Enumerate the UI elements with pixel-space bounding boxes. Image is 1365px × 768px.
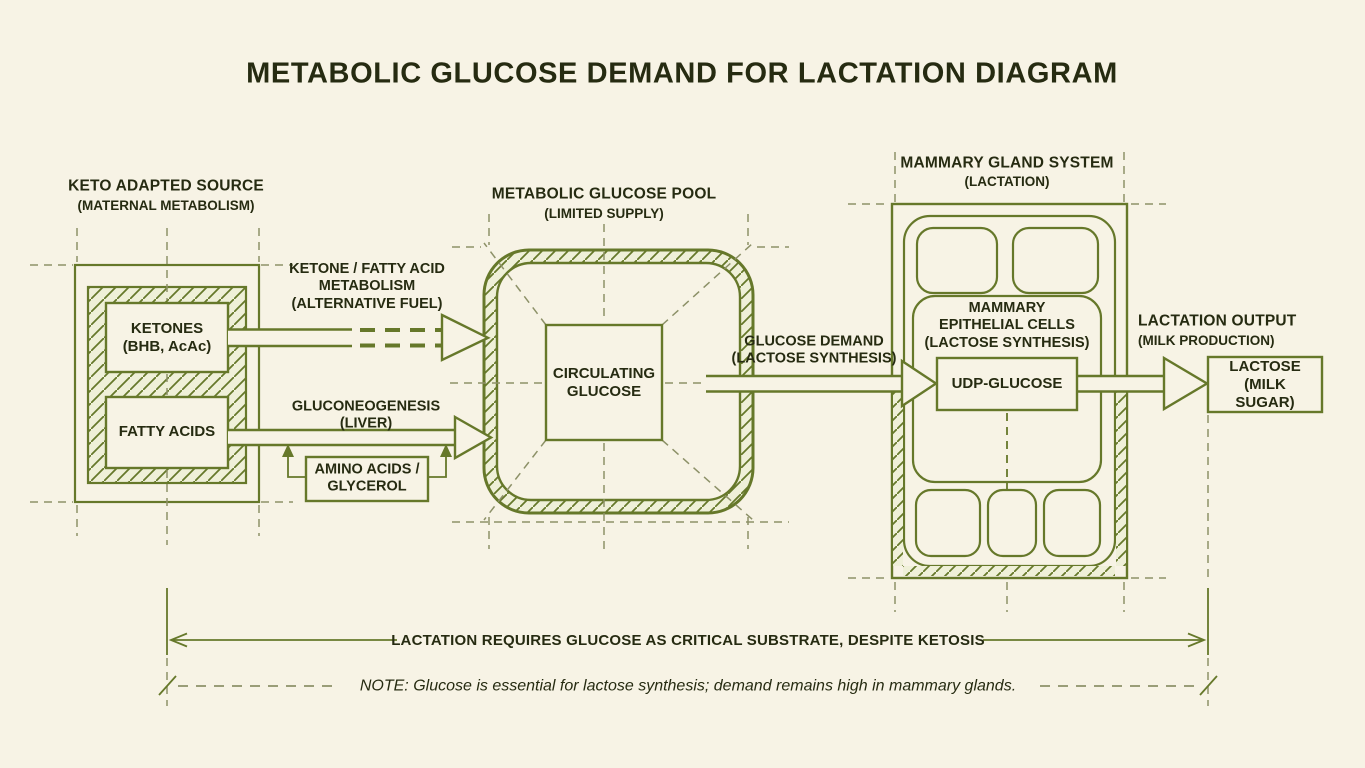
diagram-title: METABOLIC GLUCOSE DEMAND FOR LACTATION D…: [246, 57, 1118, 90]
circulating-glucose-label: CIRCULATING GLUCOSE: [552, 365, 656, 400]
note-label: NOTE: Glucose is essential for lactose s…: [359, 677, 1017, 695]
glucose-pool-header: METABOLIC GLUCOSE POOL: [491, 185, 717, 203]
fatty-acids-box-label: FATTY ACIDS: [118, 423, 216, 440]
node-boxes: [304, 323, 1324, 503]
gluconeogenesis-arrow: [228, 414, 494, 461]
udp-glucose-label: UDP-GLUCOSE: [951, 375, 1063, 392]
lactose-box-rect: [1206, 355, 1324, 414]
lobule-bottom-mid: [986, 488, 1038, 558]
dimension-arrow-left: [168, 632, 188, 648]
note-tick-left: [158, 675, 177, 696]
gland-right-hatch: [1116, 390, 1126, 566]
dimension-label: LACTATION REQUIRES GLUCOSE AS CRITICAL S…: [391, 632, 985, 649]
arrowhead: [900, 358, 939, 409]
amino-glycerol-box-label: AMINO ACIDS / GLYCEROL: [314, 461, 420, 495]
amino-feeder-arrows: [282, 444, 452, 478]
ketones-box-label: KETONES (BHB, AcAc): [122, 320, 212, 355]
lobule-bottom-left: [914, 488, 982, 558]
arrowhead: [453, 414, 494, 461]
glucose-demand-arrow: [706, 358, 939, 409]
gland-left-hatch: [893, 380, 903, 566]
circulating-glucose-box-rect: [544, 323, 664, 442]
lobule-top-left: [915, 226, 999, 295]
keto-source-subheader: (MATERNAL METABOLISM): [77, 197, 255, 213]
glucose-demand-label: GLUCOSE DEMAND (LACTOSE SYNTHESIS): [731, 333, 897, 367]
lactation-output-header: LACTATION OUTPUT: [1138, 312, 1297, 330]
flow-arrows: [228, 313, 1210, 478]
ketones-box-rect: [104, 301, 230, 374]
epithelial-cells-label: MAMMARY EPITHELIAL CELLS (LACTOSE SYNTHE…: [924, 299, 1090, 351]
arrowhead: [1162, 355, 1210, 412]
mammary-gland-subheader: (LACTATION): [964, 173, 1050, 189]
lobule-bottom-right: [1042, 488, 1102, 558]
dimension-annotation: [158, 588, 1218, 696]
note-tick-right: [1199, 675, 1218, 696]
ketone-metabolism-label: KETONE / FATTY ACID METABOLISM (ALTERNAT…: [289, 260, 445, 312]
mammary-gland-header: MAMMARY GLAND SYSTEM: [900, 154, 1114, 172]
keto-source-header: KETO ADAPTED SOURCE: [68, 177, 264, 195]
udp-glucose-box-rect: [935, 356, 1079, 412]
keto-source-outline: [73, 263, 261, 504]
amino-glycerol-box-rect: [304, 455, 430, 503]
gluconeogenesis-label: GLUCONEOGENESIS (LIVER): [291, 398, 441, 432]
arrowhead: [440, 313, 491, 362]
construction-lines: [30, 152, 1209, 706]
lactation-output-subheader: (MILK PRODUCTION): [1138, 332, 1275, 348]
gland-bottom-hatch: [903, 566, 1115, 576]
lactation-output-arrow: [1077, 355, 1210, 412]
lobule-top-right: [1011, 226, 1100, 295]
lactose-box-label: LACTOSE (MILK SUGAR): [1229, 358, 1301, 411]
ketone-metabolism-arrow: [228, 313, 491, 362]
glucose-pool-subheader: (LIMITED SUPPLY): [544, 205, 664, 221]
dimension-arrow-right: [1187, 632, 1207, 648]
